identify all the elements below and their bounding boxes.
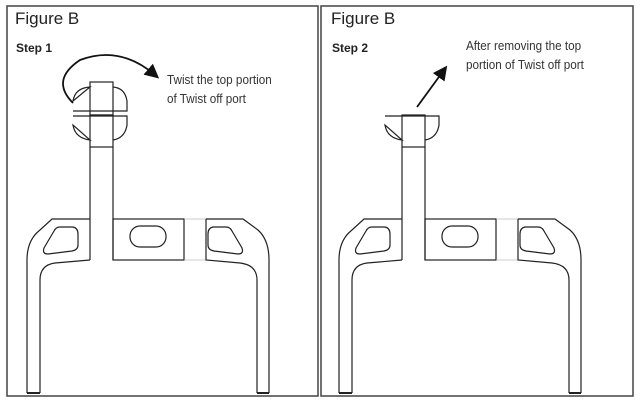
note-line: portion of Twist off port — [466, 57, 584, 72]
top-cap — [72, 81, 128, 116]
panel-1-border — [6, 5, 319, 397]
panel-1-step: Step 1 — [16, 41, 53, 55]
panel-2-note: After removing the top portion of Twist … — [466, 36, 584, 74]
panel-2-border — [320, 5, 634, 397]
note-line: of Twist off port — [167, 91, 246, 106]
bag-port-step1 — [26, 54, 270, 394]
twist-arrow — [62, 54, 160, 104]
note-line: After removing the top — [466, 38, 582, 53]
panel-1-note: Twist the top portion of Twist off port — [167, 70, 272, 108]
bag-port-step2 — [338, 65, 582, 394]
removal-arrow — [416, 65, 448, 108]
panel-1-title: Figure B — [15, 9, 80, 28]
note-line: Twist the top portion — [167, 72, 272, 87]
panel-2-title: Figure B — [331, 9, 396, 28]
panel-2-step: Step 2 — [332, 41, 369, 55]
